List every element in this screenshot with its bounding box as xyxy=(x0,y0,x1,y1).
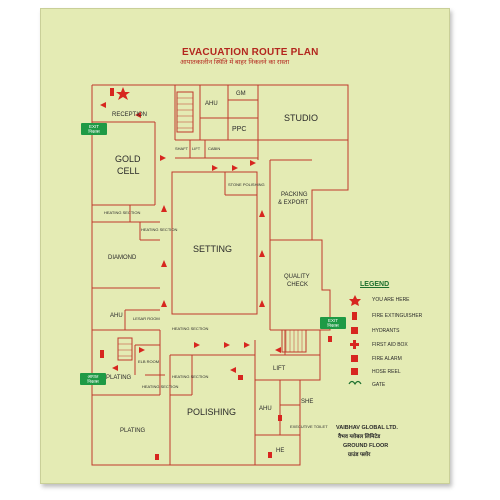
arrow-icon xyxy=(112,365,118,371)
arrow-icon xyxy=(259,210,265,217)
stairs-top xyxy=(176,91,194,133)
fire-alarm-icon xyxy=(238,375,243,380)
arrow-icon xyxy=(259,250,265,257)
you-are-here-star-icon xyxy=(116,87,130,100)
legend-item-first-aid-box: FIRST AID BOX xyxy=(372,342,408,348)
arrow-icon xyxy=(135,112,141,118)
legend-icons xyxy=(348,295,362,386)
room-stone-polishing: STONE POLISHING xyxy=(228,182,265,187)
room-packing-line2: & EXPORT xyxy=(278,200,309,206)
floor-label: GROUND FLOOR xyxy=(343,443,389,449)
room-he: HE xyxy=(276,448,285,454)
arrow-icon xyxy=(194,342,200,348)
arrow-icon xyxy=(139,347,145,353)
arrow-icon xyxy=(275,347,281,353)
room-plating-1: PLATING xyxy=(106,375,132,381)
legend-title: LEGEND xyxy=(360,281,390,288)
arrow-icon xyxy=(244,342,250,348)
exit-sign-top: EXIT निकास xyxy=(81,123,107,135)
star-icon xyxy=(349,295,361,306)
fire-extinguisher-icon xyxy=(278,415,282,421)
room-reception: RECEPTION xyxy=(112,112,148,118)
fire-extinguisher-icon xyxy=(155,454,159,460)
legend-item-fire-alarm: FIRE ALARM xyxy=(372,356,402,362)
room-heating-section-4: HEATING SECTION xyxy=(142,384,179,389)
room-setting: SETTING xyxy=(193,244,233,254)
plan-subtitle: आपातकालीन स्थिति में बाहर निकलने का रास्… xyxy=(180,59,290,66)
setting-room xyxy=(171,171,258,315)
room-ppc: PPC xyxy=(232,126,247,133)
fire-extinguisher-icon xyxy=(268,452,272,458)
legend-item-fire-extinguisher: FIRE EXTINGUISHER xyxy=(372,313,423,319)
room-diamond: DIAMOND xyxy=(108,255,137,261)
hydrant-icon xyxy=(351,327,358,334)
room-lift-top: LIFT xyxy=(192,146,201,151)
company-name-hindi: वैभव ग्लोबल लिमिटेड xyxy=(338,434,381,440)
arrow-icon xyxy=(230,367,236,373)
room-elb-room: ELB ROOM xyxy=(138,359,160,364)
room-she: SHE xyxy=(301,399,314,405)
room-cabin: CABIN xyxy=(208,146,221,151)
room-executive-toilet: EXECUTIVE TOILET xyxy=(290,424,328,429)
arrow-icon xyxy=(232,165,238,171)
building-outline xyxy=(91,84,349,466)
room-heating-section-3: HEATING SECTION xyxy=(172,326,209,331)
legend-item-you-are-here: YOU ARE HERE xyxy=(372,297,410,303)
room-heating-section-1: HEATING SECTION xyxy=(104,210,141,215)
extinguisher-icon xyxy=(352,312,357,320)
room-gm: GM xyxy=(236,91,246,97)
hose-reel-icon xyxy=(328,336,332,342)
exit-sign-right: EXIT निकास xyxy=(320,317,346,329)
arrow-icon xyxy=(161,205,167,212)
legend-item-hydrants: HYDRANTS xyxy=(372,328,400,334)
room-ahu-top: AHU xyxy=(205,101,218,107)
room-ahu-left: AHU xyxy=(110,313,123,319)
room-heating-section-5: HEATING SECTION xyxy=(172,374,209,379)
room-lift-bottom: LIFT xyxy=(273,366,286,372)
gate-icon xyxy=(348,380,362,386)
fire-alarm-icon xyxy=(351,355,358,362)
stairs-left xyxy=(117,337,133,361)
room-ahu-bottom: AHU xyxy=(259,406,272,412)
first-aid-icon xyxy=(350,340,359,349)
exit-sign-left: आपात निकास xyxy=(80,373,106,385)
room-heating-section-2: HEATING SECTION xyxy=(141,227,178,232)
room-gold-cell-line2: CELL xyxy=(117,166,140,176)
room-lesar-room: LESAR ROOM xyxy=(133,316,160,321)
arrow-icon xyxy=(212,165,218,171)
room-quality-line2: CHECK xyxy=(287,282,309,288)
arrow-icon xyxy=(224,342,230,348)
arrow-icon xyxy=(161,260,167,267)
fire-extinguisher-icon xyxy=(110,88,114,96)
plan-title: EVACUATION ROUTE PLAN xyxy=(182,47,319,58)
floor-label-hindi: ग्राउंड फ्लोर xyxy=(348,452,371,458)
room-shaft: SHAFT xyxy=(175,146,189,151)
evacuation-plan-board xyxy=(40,8,450,484)
legend-item-hose-reel: HOSE REEL xyxy=(372,369,401,375)
hydrant-icon xyxy=(100,350,104,358)
room-studio: STUDIO xyxy=(284,113,319,123)
arrow-icon xyxy=(259,300,265,307)
room-plating-2: PLATING xyxy=(120,428,146,434)
room-gold-cell-line1: GOLD xyxy=(115,154,141,164)
hose-reel-icon xyxy=(351,368,358,375)
room-quality-line1: QUALITY xyxy=(284,274,310,280)
arrow-icon xyxy=(100,102,106,108)
company-name: VAIBHAV GLOBAL LTD. xyxy=(336,425,398,431)
arrow-icon xyxy=(160,155,166,161)
legend-item-gate: GATE xyxy=(372,382,386,388)
arrow-icon xyxy=(250,160,256,166)
arrow-icon xyxy=(161,300,167,307)
room-packing-line1: PACKING xyxy=(281,192,308,198)
room-polishing: POLISHING xyxy=(187,407,237,417)
evacuation-arrows xyxy=(100,102,281,373)
